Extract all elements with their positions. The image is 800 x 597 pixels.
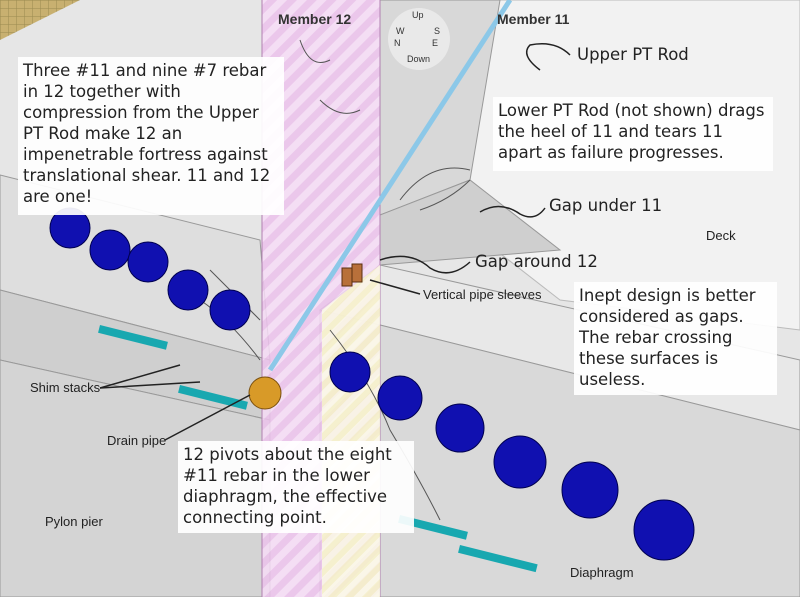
shim-stacks-label: Shim stacks <box>30 380 101 395</box>
rebar-ends-right <box>329 351 695 561</box>
compass-down: Down <box>407 54 431 64</box>
pivot-note-callout: 12 pivots about the eight #11 rebar in t… <box>178 441 414 533</box>
lower-pt-rod-callout: Lower PT Rod (not shown) drags the heel … <box>493 97 773 171</box>
member-12-label: Member 12 <box>278 11 352 27</box>
leader-lines <box>99 43 571 441</box>
compass-w: W <box>396 26 405 36</box>
compass-e: E <box>432 38 439 48</box>
compass-up: Up <box>412 10 424 20</box>
gap-under-11-callout: Gap under 11 <box>549 196 663 215</box>
member-11-label: Member 11 <box>497 11 570 27</box>
upper-pt-rod-callout: Upper PT Rod <box>577 45 689 64</box>
shim-stack <box>98 325 168 350</box>
drain-pipe-label: Drain pipe <box>107 433 167 448</box>
upper-pt-rod <box>267 0 513 372</box>
gap-highlight <box>322 265 380 597</box>
compass-n: N <box>394 38 401 48</box>
shim-stack <box>398 515 468 540</box>
vertical-pipe-sleeve <box>341 267 353 287</box>
drain-pipe <box>248 376 282 410</box>
compass-rose: Up W N S E Down <box>388 8 450 70</box>
rebar-note-callout: Three #11 and nine #7 rebar in 12 togeth… <box>18 57 284 215</box>
deck-label: Deck <box>706 228 736 243</box>
grass-patch-top-left <box>0 0 80 40</box>
shim-stack <box>458 545 538 573</box>
compass-s: S <box>434 26 441 36</box>
vertical-pipe-sleeves-label: Vertical pipe sleeves <box>423 287 542 302</box>
inept-design-callout: Inept design is better considered as gap… <box>574 282 777 395</box>
pylon-pier-block <box>0 359 271 597</box>
gap-around-12-callout: Gap around 12 <box>475 252 598 271</box>
pylon-pier-label: Pylon pier <box>45 514 103 529</box>
rebar-ends-left <box>49 207 251 331</box>
vertical-pipe-sleeve <box>351 263 363 283</box>
diaphragm-label: Diaphragm <box>570 565 634 580</box>
shim-stack <box>178 385 248 410</box>
